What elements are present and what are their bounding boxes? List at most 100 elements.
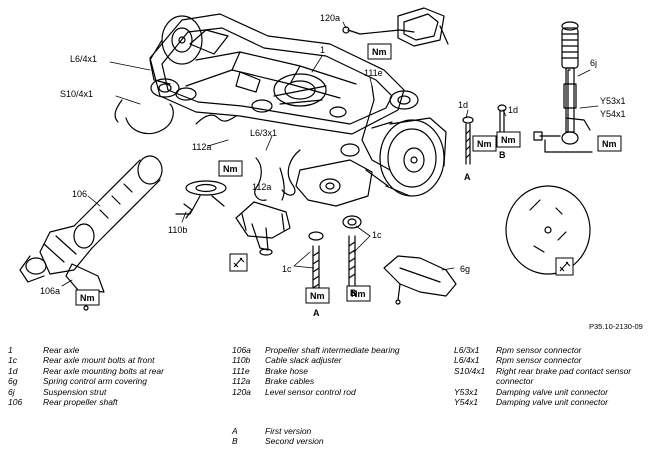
legend-label: Brake hose — [265, 365, 308, 376]
level-sensor-rod-drawing — [342, 7, 449, 47]
legend-key: S10/4x1 — [454, 365, 486, 376]
legend-row: B Second version — [232, 436, 324, 446]
legend-label: Right rear brake pad contact sensor conn… — [496, 365, 632, 387]
callout-110b: 110b — [168, 225, 187, 235]
legend-row: Y54x1 Damping valve unit connector — [454, 397, 650, 407]
callout-112a: 112a — [192, 142, 211, 152]
legend-row: 106a Propeller shaft intermediate bearing — [232, 345, 447, 355]
callout-111e: 111e — [364, 68, 383, 78]
spring-control-arm-drawing — [295, 90, 419, 207]
legend-row: 112a Brake cables — [232, 376, 447, 386]
legend-key: L6/3x1 — [454, 345, 480, 355]
torque-box: Nm — [496, 131, 521, 148]
legend-row: 110b Cable slack adjuster — [232, 355, 447, 365]
figure-reference-code: P35.10-2130-09 — [589, 322, 643, 331]
legend-key: 112a — [232, 376, 251, 387]
special-tool-icon — [555, 257, 574, 276]
legend-label: Damping valve unit connector — [496, 397, 608, 408]
svg-text:Nm: Nm — [501, 135, 516, 145]
callout-y54x1: Y54x1 — [600, 109, 626, 119]
legend-label: Rear axle mounting bolts at rear — [43, 365, 164, 376]
svg-text:Nm: Nm — [372, 47, 387, 57]
legend-key: Y54x1 — [454, 397, 479, 408]
legend-key: 6j — [8, 386, 15, 397]
legend-row: A First version — [232, 426, 324, 436]
legend-key: 106 — [8, 397, 23, 408]
svg-text:Nm: Nm — [223, 164, 238, 174]
front-mount-bracket-drawing — [235, 201, 291, 256]
legend-key: 1c — [8, 355, 17, 366]
special-tool-icon — [229, 253, 248, 272]
svg-text:Nm: Nm — [80, 293, 95, 303]
torque-box: Nm — [597, 135, 622, 152]
mounting-bolts-drawing — [308, 104, 507, 297]
legend-key: 1d — [8, 365, 18, 376]
legend-label: Level sensor control rod — [265, 386, 356, 397]
callout-1: 1 — [320, 45, 325, 55]
legend-label: Rpm sensor connector — [496, 355, 582, 366]
legend-row: 111e Brake hose — [232, 366, 447, 376]
callout-s10-4x1: S10/4x1 — [60, 89, 93, 99]
torque-box: Nm — [75, 289, 100, 306]
brake-disc-shield-drawing — [505, 185, 591, 275]
version-legend: A First version B Second version — [232, 426, 324, 447]
suspension-strut-drawing — [533, 21, 593, 153]
legend-column-2: 106a Propeller shaft intermediate bearing… — [232, 345, 447, 397]
legend-label: Spring control arm covering — [43, 376, 147, 387]
legend-key: 6g — [8, 376, 18, 387]
control-arm-covering-drawing — [383, 255, 457, 297]
legend-label: Damping valve unit connector — [496, 386, 608, 397]
torque-box: Nm — [367, 43, 392, 60]
legend-label: Brake cables — [265, 376, 315, 387]
callout-version-b: B — [350, 288, 357, 298]
callout-6g: 6g — [460, 264, 470, 274]
legend-column-1: 1 Rear axle 1c Rear axle mount bolts at fr… — [8, 345, 218, 407]
legend-key: 111e — [232, 365, 250, 376]
legend-key: 1 — [8, 345, 13, 355]
svg-text:Nm: Nm — [602, 139, 617, 149]
left-wheel-hub-drawing — [149, 15, 203, 101]
svg-text:Nm: Nm — [310, 291, 325, 301]
special-tool-icons — [229, 253, 574, 276]
torque-box: Nm — [346, 285, 371, 302]
torque-box: Nm — [472, 135, 497, 152]
callout-1d: 1d — [458, 100, 468, 110]
brake-hose-drawing — [361, 85, 391, 171]
legend-row: Y53x1 Damping valve unit connector — [454, 387, 650, 397]
callout-6j: 6j — [590, 58, 597, 68]
legend-label: Rear axle mount bolts at front — [43, 355, 155, 366]
torque-box: Nm — [218, 160, 243, 177]
callout-version-a: A — [313, 308, 320, 318]
callout-y53x1: Y53x1 — [600, 96, 626, 106]
svg-text:Nm: Nm — [477, 139, 492, 149]
callout-1c: 1c — [372, 230, 382, 240]
legend-row: S10/4x1 Right rear brake pad contact sens… — [454, 366, 650, 387]
legend-label: Rear axle — [43, 345, 80, 355]
legend-row: 1d Rear axle mounting bolts at rear — [8, 366, 218, 376]
legend-key: 106a — [232, 345, 251, 355]
legend-key: Y53x1 — [454, 386, 479, 397]
legend-row: 6g Spring control arm covering — [8, 376, 218, 386]
legend-label: Propeller shaft intermediate bearing — [265, 345, 400, 355]
legend-row: 1c Rear axle mount bolts at front — [8, 355, 218, 365]
callout-version-b: B — [499, 150, 506, 160]
legend-label: Cable slack adjuster — [265, 355, 342, 366]
legend-label: First version — [265, 426, 312, 436]
legend-key: A — [232, 426, 238, 436]
callout-106a: 106a — [40, 286, 60, 296]
torque-symbols: Nm Nm Nm Nm Nm Nm Nm Nm — [75, 43, 622, 306]
legend-key: 110b — [232, 355, 251, 366]
cable-slack-adjuster-drawing — [175, 180, 227, 219]
legend-label: Second version — [265, 436, 324, 447]
callout-106: 106 — [72, 189, 87, 199]
rear-axle-exploded-diagram: Nm Nm Nm Nm Nm Nm Nm Nm 1 120a 111e 6j Y… — [19, 7, 626, 318]
legend-key: B — [232, 436, 238, 447]
right-brake-disc-drawing — [365, 117, 447, 197]
callout-112a: 112a — [252, 182, 271, 192]
callout-l6-4x1: L6/4x1 — [70, 54, 97, 64]
